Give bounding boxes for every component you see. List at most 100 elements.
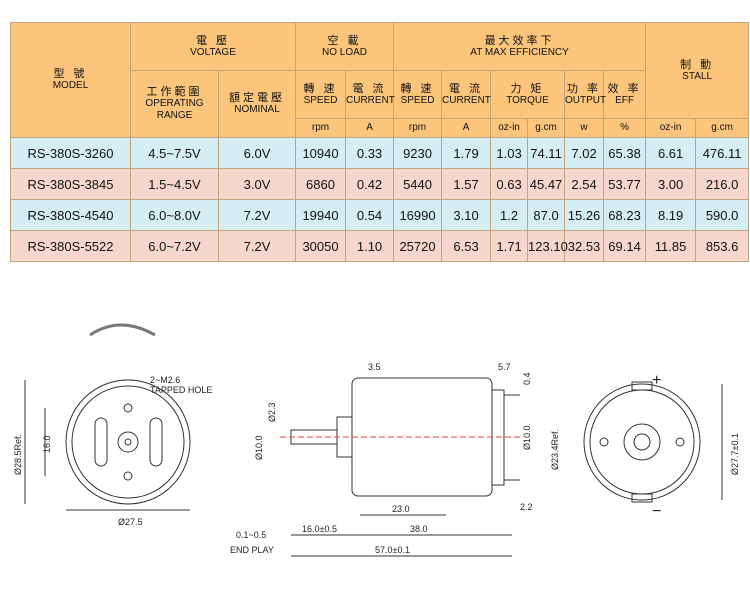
value-cell: 1.71: [490, 230, 529, 262]
technical-drawing: Ø27.5 2~M2.6 TAPPED HOLE Ø28.5Ref. 16.0 …: [13, 323, 740, 557]
svg-text:57.0±0.1: 57.0±0.1: [375, 545, 410, 555]
value-cell: 16990: [393, 199, 443, 231]
svg-text:Ø27.7±0.1: Ø27.7±0.1: [730, 433, 740, 475]
unit: rpm: [295, 118, 347, 138]
value-cell: 87.0: [527, 199, 566, 231]
svg-text:2.2: 2.2: [520, 502, 533, 512]
value-cell: 3.0V: [217, 168, 297, 200]
svg-text:Ø10.0: Ø10.0: [522, 425, 532, 450]
svg-text:0.1~0.5: 0.1~0.5: [236, 530, 266, 540]
value-cell: 5440: [393, 168, 443, 200]
unit: A: [345, 118, 395, 138]
value-cell: 590.0: [695, 199, 750, 231]
front-view: Ø27.5 2~M2.6 TAPPED HOLE Ø28.5Ref. 16.0: [13, 323, 212, 527]
value-cell: 3.10: [441, 199, 492, 231]
value-cell: 6.61: [645, 137, 697, 169]
value-cell: 74.11: [527, 137, 566, 169]
svg-text:16.0: 16.0: [42, 435, 52, 453]
value-cell: 476.11: [695, 137, 750, 169]
value-cell: 65.38: [603, 137, 647, 169]
svg-text:0.4: 0.4: [522, 372, 532, 385]
value-cell: 7.2V: [217, 199, 297, 231]
unit: A: [441, 118, 492, 138]
value-cell: 1.79: [441, 137, 492, 169]
value-cell: 68.23: [603, 199, 647, 231]
svg-text:Ø27.5: Ø27.5: [118, 517, 143, 527]
value-cell: 9230: [393, 137, 443, 169]
value-cell: 1.10: [345, 230, 395, 262]
svg-text:5.7: 5.7: [498, 362, 511, 372]
side-view: 3.5 5.7 0.4 Ø2.3 Ø10.0 Ø10.0 Ø23.4Ref. 2…: [230, 362, 560, 557]
negative-terminal-label: −: [652, 503, 661, 520]
unit: oz-in: [645, 118, 697, 138]
value-cell: 19940: [295, 199, 347, 231]
value-cell: 0.63: [490, 168, 529, 200]
unit: g.cm: [695, 118, 750, 138]
value-cell: 123.10: [527, 230, 568, 262]
svg-text:23.0: 23.0: [392, 504, 410, 514]
value-cell: 6.0V: [217, 137, 297, 169]
value-cell: 0.33: [345, 137, 395, 169]
svg-text:2~M2.6: 2~M2.6: [150, 375, 180, 385]
value-cell: 6.0~8.0V: [130, 199, 219, 231]
value-cell: 216.0: [695, 168, 750, 200]
value-cell: 1.03: [490, 137, 529, 169]
svg-text:Ø10.0: Ø10.0: [254, 435, 264, 460]
value-cell: 69.14: [603, 230, 647, 262]
unit: %: [603, 118, 647, 138]
value-cell: 1.5~4.5V: [130, 168, 219, 200]
value-cell: 2.54: [564, 168, 605, 200]
value-cell: 6.0~7.2V: [130, 230, 219, 262]
svg-text:3.5: 3.5: [368, 362, 381, 372]
value-cell: 6860: [295, 168, 347, 200]
value-cell: 11.85: [645, 230, 697, 262]
value-cell: 45.47: [527, 168, 566, 200]
model-cell: RS-380S-3260: [10, 137, 131, 169]
svg-text:Ø28.5Ref.: Ø28.5Ref.: [13, 434, 23, 475]
value-cell: 15.26: [564, 199, 605, 231]
svg-text:END PLAY: END PLAY: [230, 545, 274, 555]
unit: oz-in: [490, 118, 529, 138]
value-cell: 4.5~7.5V: [130, 137, 219, 169]
svg-text:TAPPED HOLE: TAPPED HOLE: [150, 385, 212, 395]
value-cell: 1.57: [441, 168, 492, 200]
rotation-arrow-icon: [89, 323, 156, 337]
value-cell: 30050: [295, 230, 347, 262]
value-cell: 8.19: [645, 199, 697, 231]
unit: rpm: [393, 118, 443, 138]
svg-text:16.0±0.5: 16.0±0.5: [302, 524, 337, 534]
value-cell: 32.53: [564, 230, 605, 262]
svg-text:Ø2.3: Ø2.3: [267, 402, 277, 422]
positive-terminal-label: +: [652, 372, 661, 389]
model-cell: RS-380S-5522: [10, 230, 131, 262]
value-cell: 853.6: [695, 230, 750, 262]
value-cell: 3.00: [645, 168, 697, 200]
value-cell: 7.2V: [217, 230, 297, 262]
value-cell: 25720: [393, 230, 443, 262]
value-cell: 7.02: [564, 137, 605, 169]
svg-text:Ø23.4Ref.: Ø23.4Ref.: [550, 429, 560, 470]
value-cell: 0.42: [345, 168, 395, 200]
rear-view: + − Ø27.7±0.1: [583, 372, 740, 520]
value-cell: 0.54: [345, 199, 395, 231]
model-cell: RS-380S-3845: [10, 168, 131, 200]
value-cell: 1.2: [490, 199, 529, 231]
